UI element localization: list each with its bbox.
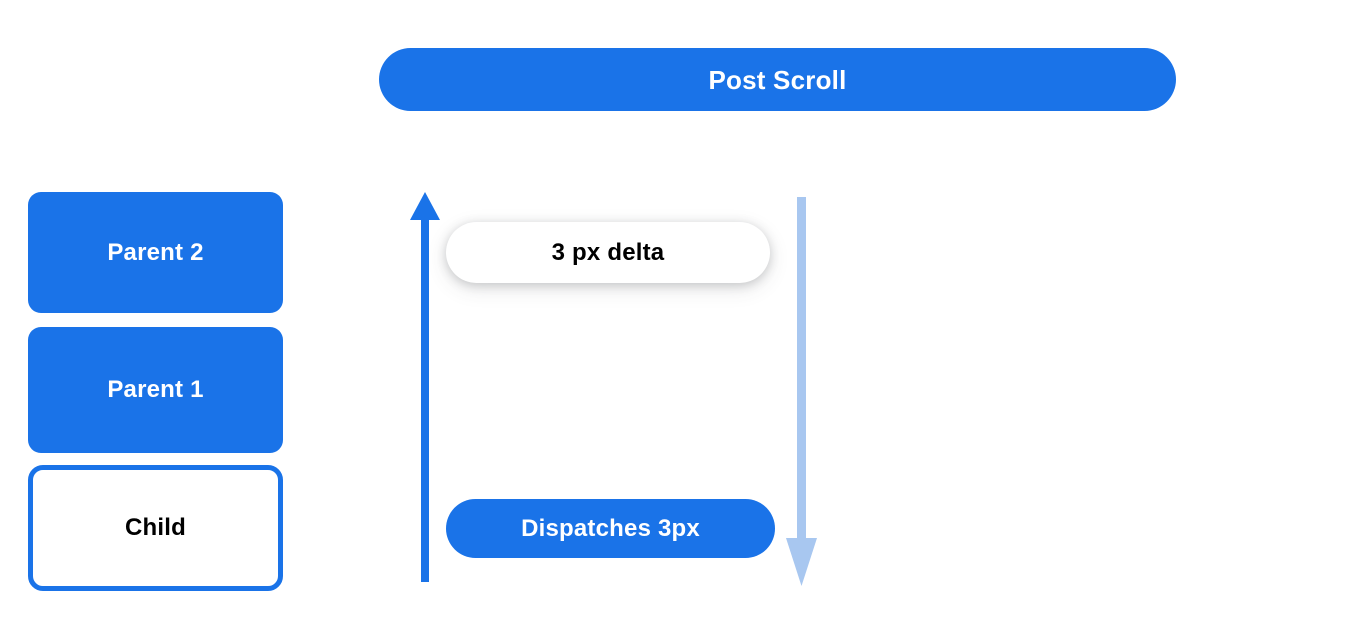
stack-box-parent-2: Parent 2 [28, 192, 283, 313]
post-scroll-banner-label: Post Scroll [708, 64, 847, 95]
stack-box-parent-1-label: Parent 1 [107, 376, 204, 403]
stack-box-child-label: Child [125, 514, 186, 541]
arrow-down-icon [786, 197, 817, 586]
post-scroll-banner: Post Scroll [379, 48, 1176, 111]
dispatches-pill: Dispatches 3px [446, 499, 775, 558]
dispatches-pill-label: Dispatches 3px [521, 514, 700, 542]
stack-box-parent-2-label: Parent 2 [107, 238, 204, 266]
delta-pill-label: 3 px delta [551, 238, 665, 266]
delta-pill: 3 px delta [446, 222, 770, 283]
stack-box-child: Child [28, 465, 283, 591]
arrow-up-icon [410, 192, 440, 582]
stack-box-parent-1: Parent 1 [28, 327, 283, 453]
